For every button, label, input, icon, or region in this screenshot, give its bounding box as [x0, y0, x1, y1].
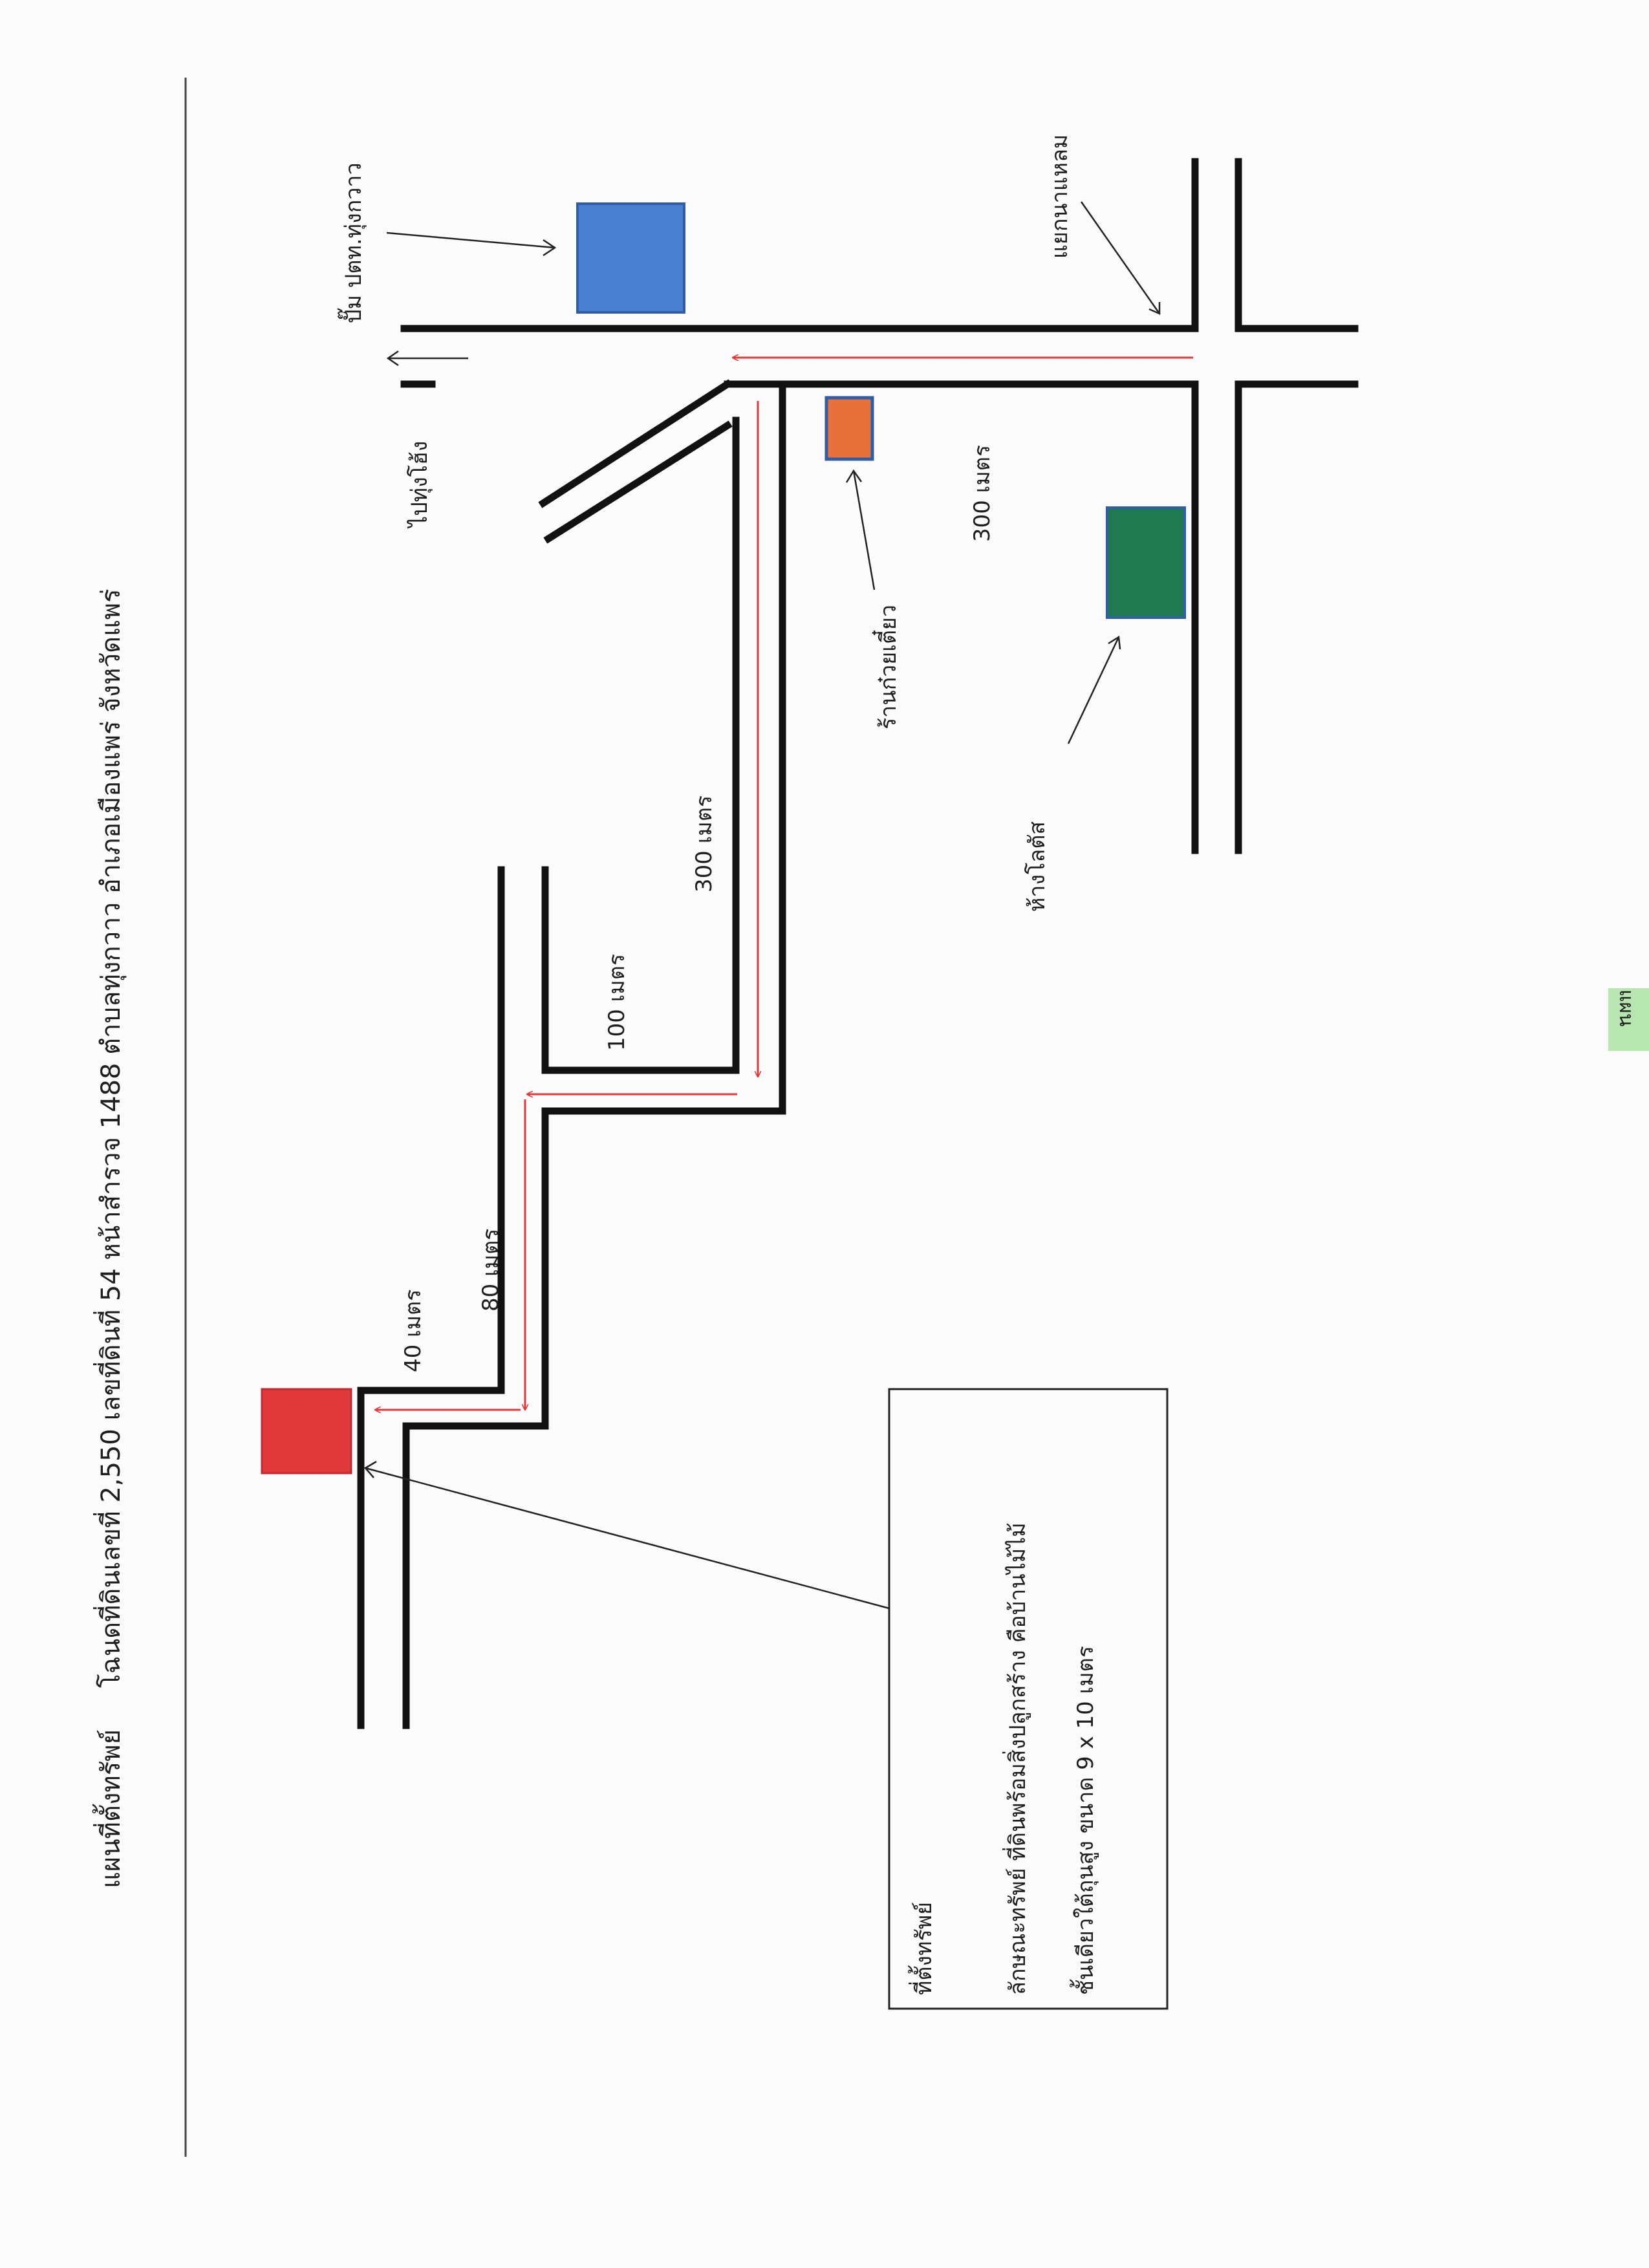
gas-station-label: ปั๊ม ปตท.ทุ่งกวาว	[337, 162, 367, 323]
info-box-title: ที่ตั้งทรัพย์	[908, 1902, 937, 1995]
branch-diagonal-lower	[543, 420, 733, 544]
intersection-pointer	[1080, 201, 1161, 314]
noodle-shop-label: ร้านก๋วยเตี๋ยว	[872, 605, 901, 729]
noodle-pointer	[852, 470, 876, 590]
to-thung-hong-label: ไปทุ่งโฮ้ง	[407, 441, 433, 529]
lotus-label: ห้างโลตัส	[1024, 821, 1050, 912]
intersection-pointer-head	[1148, 302, 1161, 315]
header: แผนที่ตั้งทรัพย์ โฉนดที่ดินเลขที่ 2,550 …	[92, 589, 127, 1888]
lotus-pointer	[1067, 636, 1120, 744]
to-thung-hong-arrow-head	[386, 350, 399, 367]
distance-40: 40 เมตร	[400, 1290, 426, 1372]
distance-300-right: 300 เมตร	[969, 445, 995, 542]
noodle-shop-building	[824, 396, 874, 461]
distance-80: 80 เมตร	[478, 1229, 504, 1312]
noodle-pointer-head	[845, 469, 863, 483]
lotus-building	[1106, 506, 1186, 619]
distance-100: 100 เมตร	[604, 954, 630, 1051]
intersection-label: แยกนาแหลม	[1047, 135, 1073, 259]
edge-tab	[1608, 988, 1649, 1051]
property-pointer	[365, 1467, 890, 1610]
deed-info: โฉนดที่ดินเลขที่ 2,550 เลขที่ดินที่ 54 ห…	[93, 589, 127, 1688]
distance-300-main: 300 เมตร	[691, 795, 717, 892]
property-pointer-head	[364, 1460, 377, 1478]
info-box	[888, 1388, 1169, 2010]
edge-tab-label: แผน	[1615, 989, 1637, 1026]
info-box-line2: ลักษณะทรัพย์ ที่ดินพร้อมสิ่งปลูกสร้าง คื…	[1002, 1522, 1031, 1995]
map-title: แผนที่ตั้งทรัพย์	[92, 1729, 126, 1888]
info-box-line3: ชั้นเดียวใต้ถุนสูง ขนาด 9 x 10 เมตร	[1070, 1646, 1099, 1995]
gas-station-pointer-head	[543, 239, 557, 257]
gas-station-building	[576, 202, 685, 314]
property-marker	[261, 1388, 352, 1474]
lotus-pointer-head	[1108, 635, 1121, 650]
gas-station-pointer	[386, 232, 555, 249]
branch-diagonal-upper	[538, 379, 733, 508]
